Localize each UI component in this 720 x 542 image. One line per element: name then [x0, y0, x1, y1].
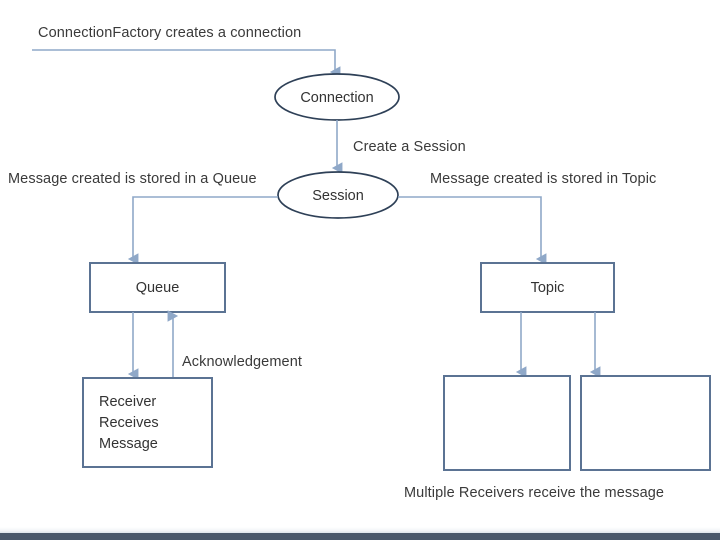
caption-multiple-receivers: Multiple Receivers receive the message	[404, 485, 665, 501]
edge-connectionfactory-to-connection	[32, 49, 341, 78]
node-label-queue: Queue	[135, 280, 180, 296]
node-subscriber-right-shape	[580, 375, 711, 471]
node-label-topic: Topic	[530, 280, 565, 296]
node-topic-shape	[480, 262, 615, 313]
label-create-a-session: Create a Session	[353, 139, 466, 155]
label-queue-branch: Message created is stored in a Queue	[8, 171, 257, 187]
edge-session-to-queue	[127, 196, 278, 265]
label-topic-branch: Message created is stored in Topic	[430, 171, 657, 187]
bottom-bar-shadow	[0, 527, 720, 533]
label-acknowledgement: Acknowledgement	[182, 354, 302, 370]
edge-session-to-topic	[398, 196, 547, 265]
node-label-receiver: Receiver Receives Message	[99, 394, 159, 453]
node-label-session: Session	[312, 188, 364, 204]
node-queue-shape	[89, 262, 226, 313]
node-receiver-shape	[82, 377, 213, 468]
node-subscriber-left-shape	[443, 375, 571, 471]
label-connectionfactory: ConnectionFactory creates a connection	[38, 25, 302, 41]
bottom-accent-bar	[0, 533, 720, 540]
node-label-connection: Connection	[300, 90, 374, 106]
node-session-shape	[277, 171, 399, 219]
